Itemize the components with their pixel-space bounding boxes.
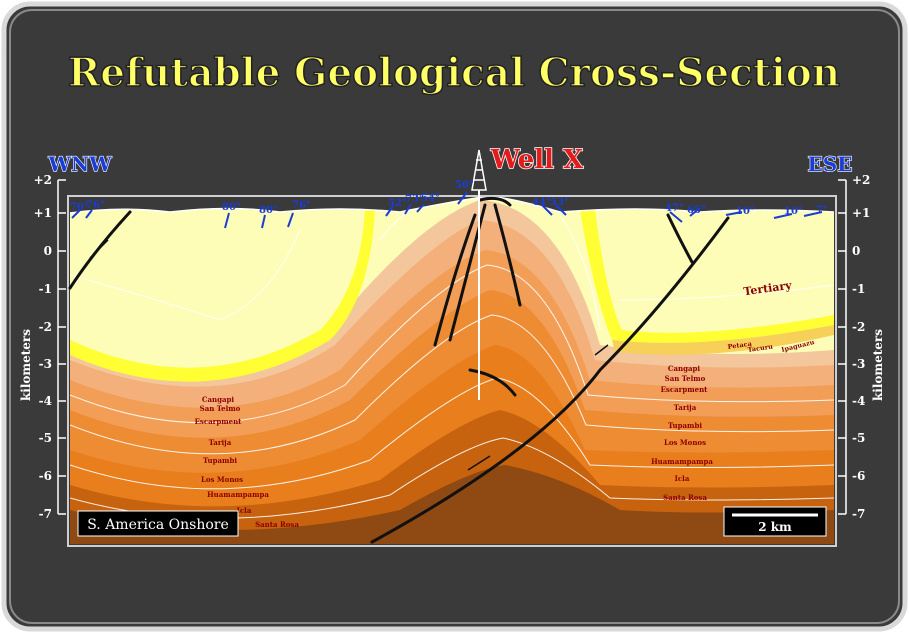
svg-text:-1: -1 [852, 282, 865, 296]
svg-text:70°: 70° [70, 202, 89, 213]
drilling-rig-icon [471, 149, 487, 191]
svg-text:-2: -2 [852, 320, 865, 334]
well-label: Well X [490, 145, 584, 175]
svg-text:47°: 47° [665, 203, 684, 214]
scale-bar: 2 km [723, 506, 827, 537]
left-axis-label: kilometers [19, 329, 33, 401]
svg-text:52°: 52° [388, 198, 407, 209]
svg-text:Tarija: Tarija [674, 403, 697, 412]
location-label: S. America Onshore [87, 517, 229, 533]
svg-text:Icla: Icla [237, 506, 252, 515]
svg-text:80°: 80° [259, 205, 278, 216]
svg-text:Los Monos: Los Monos [201, 475, 243, 484]
svg-text:53°: 53° [550, 197, 569, 208]
svg-text:Huamampampa: Huamampampa [651, 457, 713, 466]
svg-text:54°: 54° [421, 193, 440, 204]
svg-text:San Telmo: San Telmo [200, 404, 241, 413]
svg-text:Santa Rosa: Santa Rosa [663, 493, 707, 502]
svg-text:7°: 7° [816, 205, 828, 216]
dip-labels: 70° 76° 80° 80° 76° 52° 73° 54° 50° 44° … [70, 180, 828, 217]
svg-text:+2: +2 [34, 173, 52, 187]
left-axis: +2 +1 0 -1 -2 -3 -4 -5 -6 -7 kilometers [19, 173, 66, 521]
direction-left-label: WNW [47, 152, 112, 176]
svg-text:Icla: Icla [675, 474, 690, 483]
svg-text:Cangapi: Cangapi [668, 364, 701, 373]
svg-text:-7: -7 [39, 507, 52, 521]
svg-text:-4: -4 [39, 394, 52, 408]
svg-text:65°: 65° [687, 205, 706, 216]
svg-text:Tupambi: Tupambi [203, 456, 237, 465]
slide-title: Refutable Geological Cross-Section [68, 50, 840, 96]
svg-text:73°: 73° [405, 194, 424, 205]
svg-text:+2: +2 [852, 173, 870, 187]
svg-text:76°: 76° [86, 200, 105, 211]
svg-text:Petaca: Petaca [727, 340, 753, 351]
right-axis: +2 +1 0 -1 -2 -3 -4 -5 -6 -7 kilometers [838, 173, 885, 521]
svg-text:-3: -3 [39, 357, 52, 371]
svg-text:10°: 10° [736, 206, 755, 217]
svg-text:Escarpment: Escarpment [661, 385, 709, 394]
formation-labels-left: Cangapi San Telmo Escarpment Tarija Tupa… [195, 395, 300, 529]
svg-text:80°: 80° [222, 202, 241, 213]
svg-text:-2: -2 [39, 320, 52, 334]
direction-right-label: ESE [808, 152, 853, 176]
formation-labels-right: Cangapi San Telmo Escarpment Tarija Tupa… [651, 364, 713, 502]
svg-text:0: 0 [852, 244, 860, 258]
svg-text:-6: -6 [39, 469, 52, 483]
fault-arrows [89, 239, 609, 471]
svg-text:-5: -5 [39, 431, 52, 445]
svg-text:San Telmo: San Telmo [665, 374, 706, 383]
svg-text:Tarija: Tarija [209, 438, 232, 447]
svg-text:76°: 76° [292, 200, 311, 211]
svg-text:Huamampampa: Huamampampa [207, 490, 269, 499]
right-axis-label: kilometers [871, 329, 885, 401]
section-layers [70, 198, 834, 544]
svg-text:50°: 50° [455, 180, 474, 191]
svg-text:10°: 10° [784, 206, 803, 217]
location-box: S. America Onshore [77, 510, 239, 537]
svg-text:-7: -7 [852, 507, 865, 521]
svg-text:0: 0 [44, 244, 52, 258]
svg-text:-5: -5 [852, 431, 865, 445]
fault-lines [68, 196, 730, 544]
svg-text:+1: +1 [34, 206, 52, 220]
svg-text:-6: -6 [852, 469, 865, 483]
svg-text:-1: -1 [39, 282, 52, 296]
svg-text:Escarpment: Escarpment [195, 417, 243, 426]
svg-text:-4: -4 [852, 394, 865, 408]
dip-ticks [71, 191, 823, 229]
svg-text:Tacuru: Tacuru [747, 343, 773, 354]
svg-text:-3: -3 [852, 357, 865, 371]
svg-text:Santa Rosa: Santa Rosa [255, 520, 299, 529]
svg-text:Tupambi: Tupambi [668, 421, 702, 430]
svg-text:Los Monos: Los Monos [664, 438, 706, 447]
svg-text:Cangapi: Cangapi [202, 395, 235, 404]
svg-text:44°: 44° [532, 197, 551, 208]
svg-text:+1: +1 [852, 206, 870, 220]
scale-bar-label: 2 km [758, 520, 792, 534]
